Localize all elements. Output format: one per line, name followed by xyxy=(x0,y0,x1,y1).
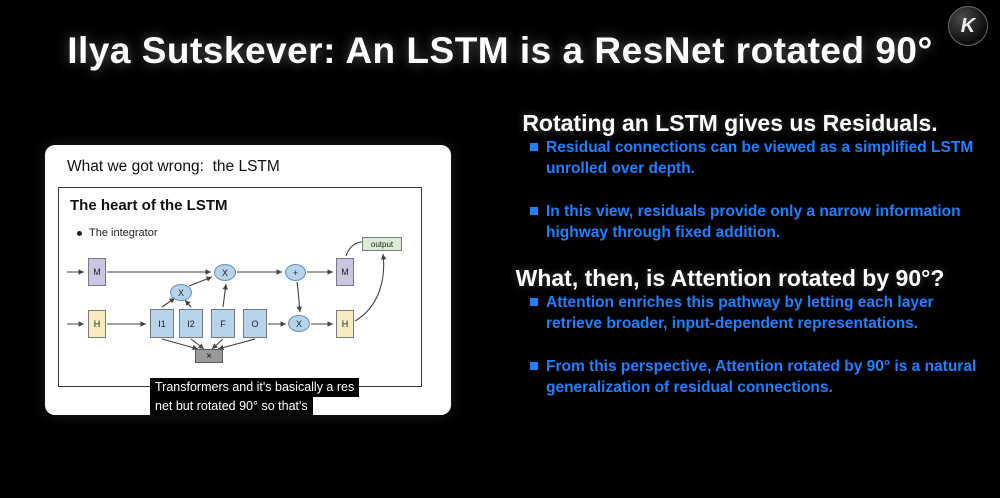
node-gate-i1: I1 xyxy=(150,309,174,338)
bullet-dot-icon xyxy=(77,230,82,236)
node-memory-left: M xyxy=(88,258,106,286)
slide-title: What we got wrong: the LSTM xyxy=(67,158,280,175)
diagram-bullet-label: The integrator xyxy=(89,227,158,239)
subtitle-caption: Transformers and it's basically a res ne… xyxy=(150,378,360,416)
bullet-item: Attention enriches this pathway by letti… xyxy=(530,292,992,334)
node-mult-box: × xyxy=(195,349,223,363)
bullet-square-icon xyxy=(530,298,538,306)
slide-card: What we got wrong: the LSTM The heart of… xyxy=(45,145,451,416)
node-multiply-top: X xyxy=(214,264,236,281)
bullet-item: In this view, residuals provide only a n… xyxy=(530,201,992,243)
bullet-item: From this perspective, Attention rotated… xyxy=(530,356,992,398)
diagram-arrows xyxy=(67,240,387,351)
node-multiply-out: X xyxy=(288,315,310,332)
section-heading-residuals: Rotating an LSTM gives us Residuals. xyxy=(522,110,938,136)
node-gate-f: F xyxy=(211,309,235,338)
bullet-text: From this perspective, Attention rotated… xyxy=(546,358,977,396)
node-plus: + xyxy=(285,264,306,281)
page-title: Ilya Sutskever: An LSTM is a ResNet rota… xyxy=(67,30,933,71)
notes-panel: Rotating an LSTM gives us Residuals. Res… xyxy=(468,110,992,420)
node-gate-i2: I2 xyxy=(179,309,203,338)
channel-logo: K xyxy=(948,6,988,46)
node-memory-right: M xyxy=(336,258,354,286)
subtitle-line-2: net but rotated 90° so that's xyxy=(150,397,313,416)
bullet-square-icon xyxy=(530,207,538,215)
logo-letter: K xyxy=(960,14,976,37)
bullet-text: Attention enriches this pathway by letti… xyxy=(546,294,934,332)
subtitle-line-1: Transformers and it's basically a res xyxy=(150,378,360,397)
bullet-text: In this view, residuals provide only a n… xyxy=(546,203,961,241)
section-heading-attention: What, then, is Attention rotated by 90°? xyxy=(515,265,945,291)
node-output: output xyxy=(362,237,402,251)
bullet-text: Residual connections can be viewed as a … xyxy=(546,139,974,177)
bullet-square-icon xyxy=(530,143,538,151)
node-hidden-right: H xyxy=(336,310,354,338)
bullet-item: Residual connections can be viewed as a … xyxy=(530,137,992,179)
diagram-title: The heart of the LSTM xyxy=(70,197,228,214)
bullet-square-icon xyxy=(530,362,538,370)
node-hidden-left: H xyxy=(88,310,106,338)
node-gate-o: O xyxy=(243,309,267,338)
node-multiply-gate: X xyxy=(170,284,192,301)
diagram-bullet: The integrator xyxy=(77,227,157,239)
